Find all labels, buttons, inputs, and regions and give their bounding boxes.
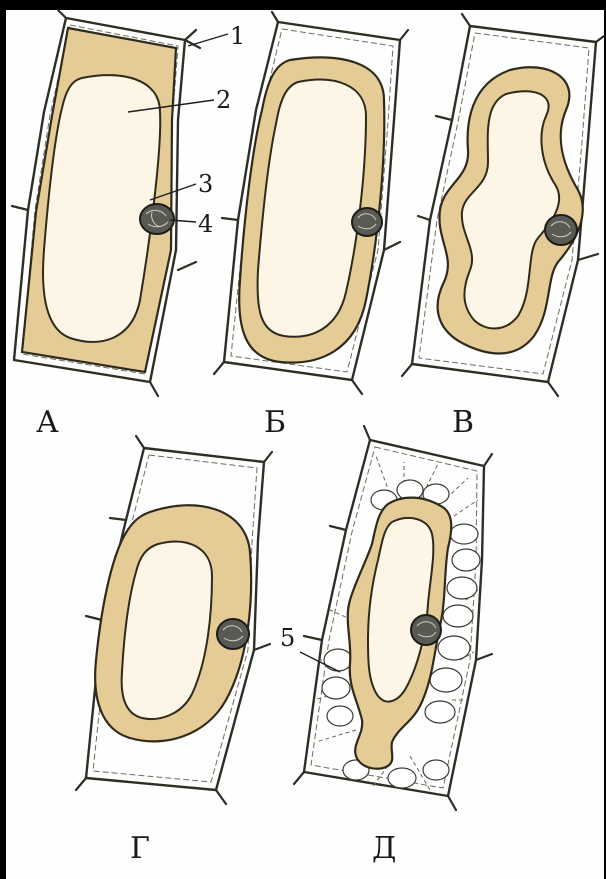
cell-b-nucleus xyxy=(352,208,382,236)
panel-label-a: А xyxy=(36,405,59,440)
panel-label-d: Д xyxy=(372,831,396,866)
cell-d xyxy=(294,426,492,810)
panel-label-g: Г xyxy=(130,831,150,866)
cell-g xyxy=(76,436,272,804)
cell-v xyxy=(402,14,604,396)
part-number-2: 2 xyxy=(216,86,231,114)
cell-a xyxy=(12,10,200,396)
part-number-4: 4 xyxy=(198,210,213,238)
panel-label-b: Б xyxy=(264,405,286,440)
cell-v-nucleus xyxy=(545,215,577,245)
leader-1 xyxy=(188,34,228,46)
cell-a-nucleus xyxy=(140,204,174,234)
cell-g-nucleus xyxy=(217,619,249,649)
part-number-5: 5 xyxy=(280,624,295,652)
panel-label-v: В xyxy=(452,405,474,440)
part-number-3: 3 xyxy=(198,170,213,198)
cell-d-nucleus xyxy=(411,615,441,645)
cell-b xyxy=(214,12,408,394)
part-number-1: 1 xyxy=(230,22,245,50)
